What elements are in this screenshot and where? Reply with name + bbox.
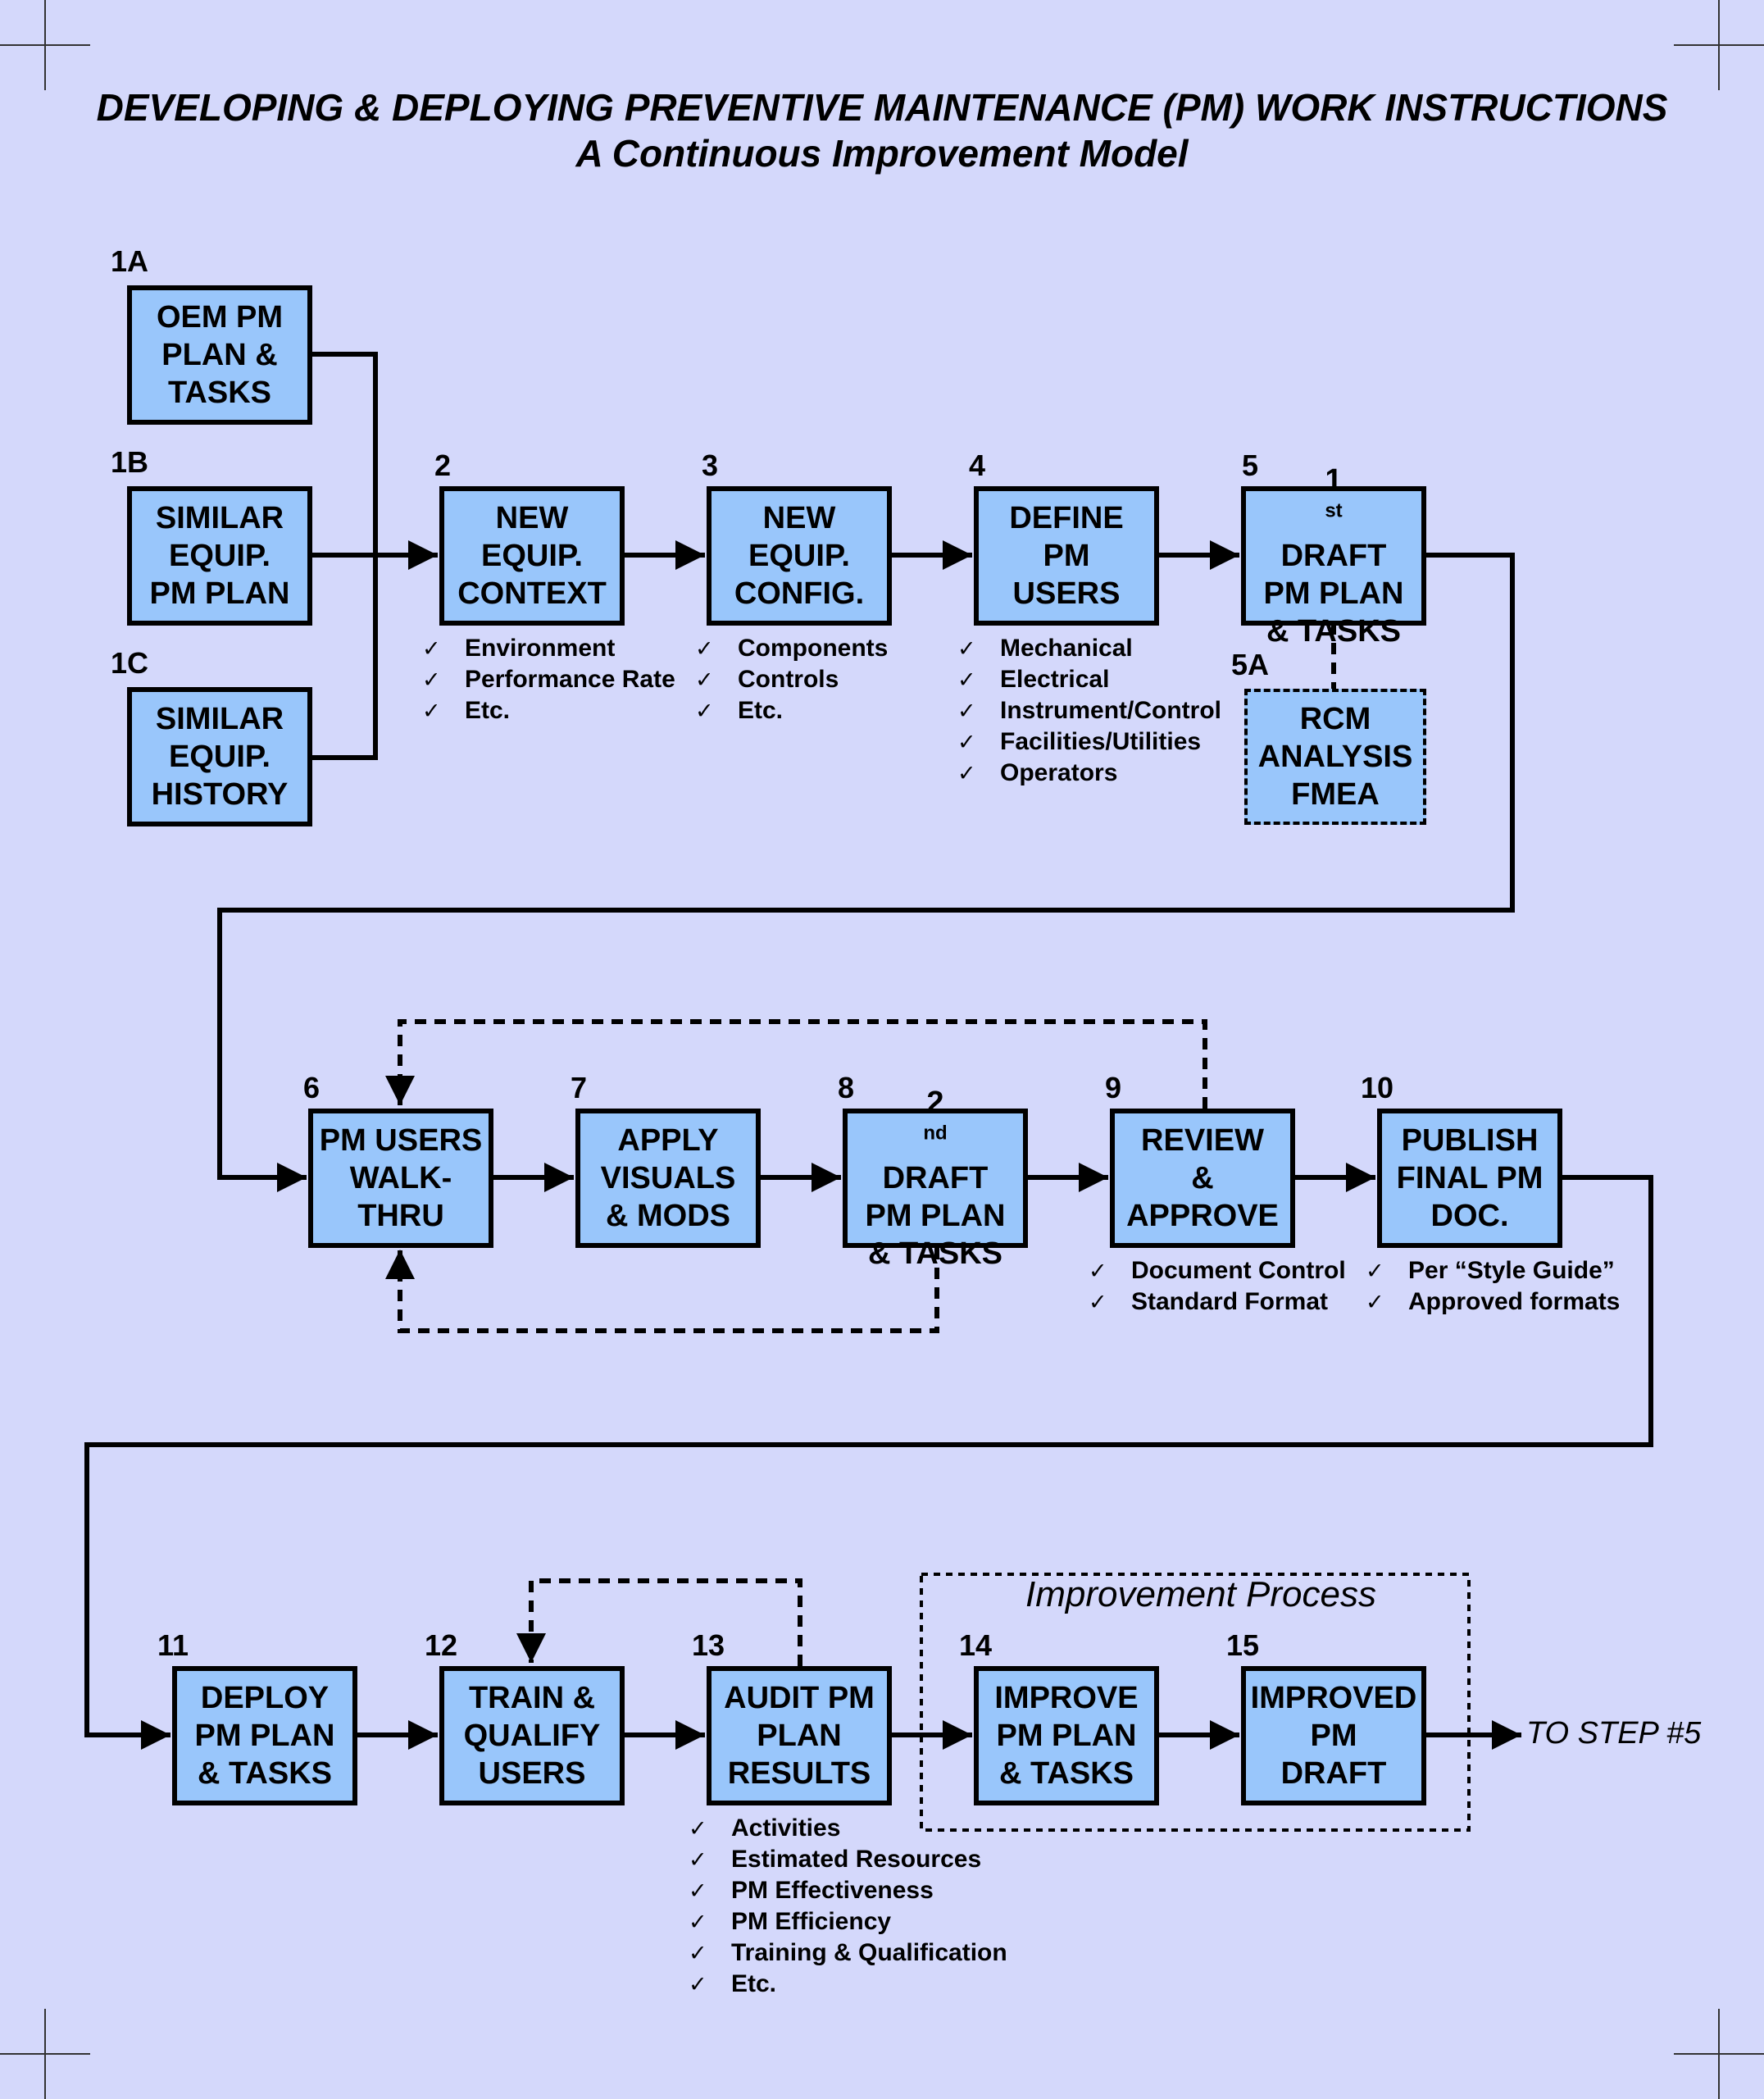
improvement-process-label: Improvement Process: [1025, 1574, 1376, 1614]
step-number-15: 15: [1226, 1628, 1260, 1662]
check-item: ✓Etc.: [422, 697, 511, 724]
improvement-process-frame: [920, 1573, 1471, 1832]
page-title: DEVELOPING & DEPLOYING PREVENTIVE MAINTE…: [96, 86, 1668, 129]
check-item: ✓Etc.: [695, 697, 784, 724]
checklist-step-3: ✓Components ✓Controls ✓Etc.: [695, 633, 888, 726]
step-number-5a: 5A: [1231, 648, 1270, 681]
check-item: ✓PM Effectiveness: [689, 1877, 934, 1904]
step-number-14: 14: [959, 1628, 993, 1662]
check-item: ✓Performance Rate: [422, 666, 675, 693]
checklist-step-9: ✓Document Control ✓Standard Format: [1089, 1255, 1346, 1318]
check-item: ✓Estimated Resources: [689, 1846, 982, 1873]
connector-5-6: [217, 553, 1515, 1192]
step-number-1b: 1B: [111, 445, 149, 479]
step-number-8: 8: [838, 1071, 855, 1104]
step-number-13: 13: [692, 1628, 725, 1662]
step-number-3: 3: [702, 448, 719, 482]
feedback-9-6: [385, 1019, 1207, 1109]
check-item: ✓Training & Qualification: [689, 1939, 1007, 1966]
box-review-approve: REVIEW&APPROVE: [1110, 1109, 1295, 1248]
step-number-1a: 1A: [111, 244, 149, 278]
to-step-5-label: TO STEP #5: [1526, 1716, 1702, 1751]
page-subtitle: A Continuous Improvement Model: [575, 132, 1189, 175]
step-number-11: 11: [157, 1628, 189, 1662]
check-item: ✓Mechanical: [957, 635, 1133, 662]
check-item: ✓PM Efficiency: [689, 1908, 892, 1935]
step-number-7: 7: [571, 1071, 588, 1104]
connector-10-11: [84, 1175, 1653, 1750]
check-item: ✓Environment: [422, 635, 616, 662]
check-item: ✓Per “Style Guide”: [1366, 1257, 1615, 1284]
check-item: ✓Etc.: [689, 1970, 777, 1997]
feedback-8-6: [385, 1248, 939, 1333]
checklist-step-10: ✓Per “Style Guide” ✓Approved formats: [1366, 1255, 1620, 1318]
checklist-step-2: ✓Environment ✓Performance Rate ✓Etc.: [422, 633, 675, 726]
check-item: ✓Operators: [957, 759, 1118, 786]
step-number-4: 4: [969, 448, 986, 482]
step-number-2: 2: [434, 448, 452, 482]
step-number-5: 5: [1242, 448, 1259, 482]
check-item: ✓Standard Format: [1089, 1288, 1329, 1315]
check-item: ✓Instrument/Control: [957, 697, 1221, 724]
check-item: ✓Components: [695, 635, 889, 662]
check-item: ✓Activities: [689, 1814, 841, 1842]
checklist-step-4: ✓Mechanical ✓Electrical ✓Instrument/Cont…: [957, 633, 1221, 789]
check-item: ✓Electrical: [957, 666, 1110, 693]
check-item: ✓Document Control: [1089, 1257, 1346, 1284]
step-number-1c: 1C: [111, 646, 149, 680]
step-number-6: 6: [303, 1071, 321, 1104]
feedback-13-12: [516, 1578, 802, 1666]
step-number-9: 9: [1105, 1071, 1122, 1104]
check-item: ✓Facilities/Utilities: [957, 728, 1202, 755]
checklist-step-13: ✓Activities ✓Estimated Resources ✓PM Eff…: [689, 1813, 1007, 2000]
check-item: ✓Controls: [695, 666, 839, 693]
check-item: ✓Approved formats: [1366, 1288, 1621, 1315]
step-number-12: 12: [425, 1628, 458, 1662]
step-number-10: 10: [1361, 1071, 1394, 1104]
